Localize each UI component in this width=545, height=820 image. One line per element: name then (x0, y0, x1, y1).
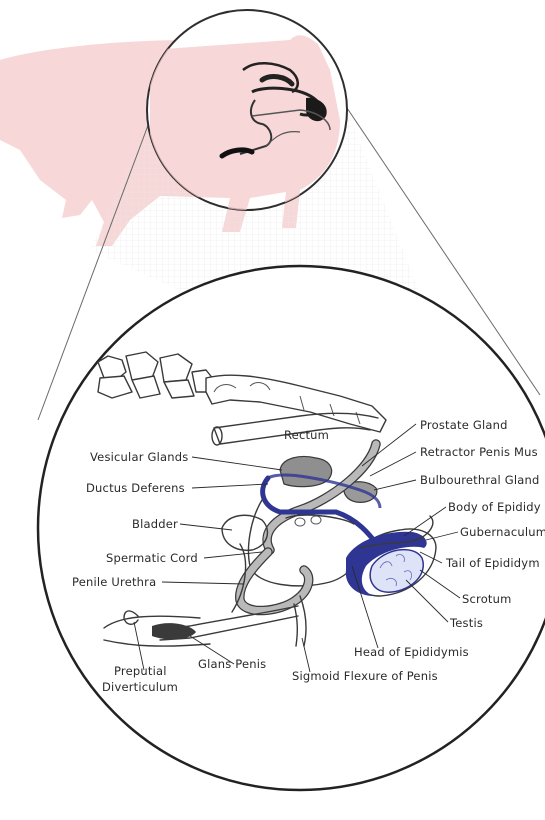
label-retractor-penis: Retractor Penis Mus (420, 445, 538, 459)
label-bladder: Bladder (132, 517, 178, 531)
label-preputial-2: Diverticulum (102, 680, 178, 694)
vesicular-gland (279, 455, 333, 488)
rectum (213, 412, 379, 445)
label-head-epididymis: Head of Epididymis (354, 645, 469, 659)
leader-lines (133, 423, 461, 673)
label-scrotum: Scrotum (462, 592, 512, 606)
label-tail-epididymis: Tail of Epididym (445, 556, 540, 570)
label-rectum: Rectum (284, 428, 329, 442)
label-gubernaculum: Gubernaculum (460, 525, 545, 539)
label-preputial-1: Preputial (114, 664, 167, 678)
label-sigmoid-flexure: Sigmoid Flexure of Penis (292, 669, 438, 683)
label-prostate-gland: Prostate Gland (420, 418, 508, 432)
label-penile-urethra: Penile Urethra (72, 575, 156, 589)
testis (369, 548, 424, 593)
label-bulbourethral-gland: Bulbourethral Gland (420, 473, 540, 487)
label-body-epididymis: Body of Epididy (448, 500, 541, 514)
beam-right-edge (344, 104, 541, 396)
inset-circle (146, 9, 348, 211)
glans-penis (152, 623, 196, 640)
ductus-deferens (260, 475, 383, 551)
label-ductus-deferens: Ductus Deferens (86, 481, 185, 495)
prepuce (103, 615, 211, 647)
labels: Rectum Prostate Gland Retractor Penis Mu… (72, 418, 545, 694)
vertebrae (97, 351, 387, 433)
label-spermatic-cord: Spermatic Cord (106, 551, 198, 565)
magnified-circle (36, 264, 545, 792)
epididymis (345, 531, 427, 596)
bladder (221, 514, 269, 551)
label-vesicular-glands: Vesicular Glands (90, 450, 188, 464)
label-glans-penis: Glans Penis (198, 657, 266, 671)
beam-left-edge (37, 119, 151, 421)
label-testis: Testis (449, 616, 483, 630)
anatomy-drawing (97, 351, 437, 647)
